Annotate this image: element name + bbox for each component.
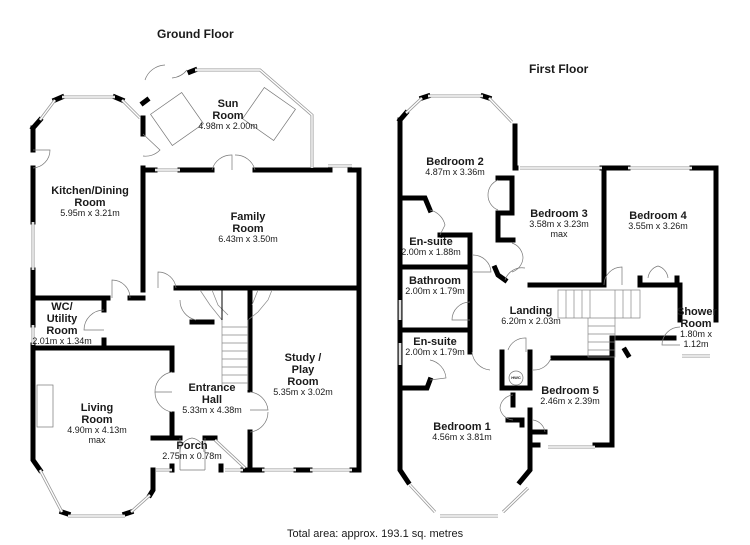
room-dimensions: 5.35m x 3.02m <box>273 387 333 398</box>
room-family-room: Family Room 6.43m x 3.50m <box>218 211 278 245</box>
room-dimensions: 6.43m x 3.50m <box>218 234 278 245</box>
room-dimensions: 5.95m x 3.21m <box>60 208 120 219</box>
room-en-suite-lower: En-suite 2.00m x 1.79m <box>405 336 465 358</box>
room-dimensions: 2.00m x 1.79m <box>405 347 465 358</box>
room-name: Landing <box>509 305 553 317</box>
room-dimensions: 4.87m x 3.36m <box>425 167 485 178</box>
ground-floor-walls <box>29 66 362 518</box>
room-bedroom-3: Bedroom 3 3.58m x 3.23m max <box>524 208 594 240</box>
ground-floor-furniture <box>36 87 296 428</box>
ground-floor-doors <box>32 64 269 471</box>
room-dimensions: 2.46m x 2.39m <box>540 396 600 407</box>
room-name: Sun Room <box>212 98 244 123</box>
room-dimensions: 2.01m x 1.34m <box>32 336 92 347</box>
room-name: Bedroom 4 <box>629 210 687 222</box>
room-porch: Porch 2.75m x 0.78m <box>162 440 222 462</box>
room-dimensions: 3.58m x 3.23m max <box>529 219 589 239</box>
room-name: Bedroom 5 <box>541 385 599 397</box>
room-dimensions: 4.56m x 3.81m <box>432 432 492 443</box>
hwc-cupboard <box>508 370 524 386</box>
room-dimensions: 6.20m x 2.03m <box>501 316 561 327</box>
room-dimensions: 3.55m x 3.26m <box>628 221 688 232</box>
room-entrance-hall: Entrance Hall 5.33m x 4.38m <box>182 382 242 416</box>
room-name: En-suite <box>413 336 457 348</box>
room-bedroom-5: Bedroom 5 2.46m x 2.39m <box>540 385 600 407</box>
room-dimensions: 1.80m x 1.12m <box>679 329 712 350</box>
room-name: Bedroom 2 <box>426 156 484 168</box>
total-area: Total area: approx. 193.1 sq. metres <box>287 528 464 540</box>
hwc-label: HWC <box>511 375 521 380</box>
room-name: Family Room <box>230 211 266 236</box>
first-floor-doors <box>429 179 681 433</box>
room-dimensions: 2.00m x 1.79m <box>405 286 465 297</box>
room-name: Bedroom 3 <box>530 208 588 220</box>
room-shower-room: Shower Room 1.80m x 1.12m <box>676 306 717 350</box>
room-name: Kitchen/Dining Room <box>51 185 129 210</box>
room-name: WC/ Utility Room <box>46 301 78 338</box>
first-floor-stairs <box>557 289 641 358</box>
room-name: Bedroom 1 <box>433 421 491 433</box>
ground-floor-windows <box>31 68 352 518</box>
room-study-play: Study / Play Room 5.35m x 3.02m <box>273 352 333 398</box>
room-bathroom: Bathroom 2.00m x 1.79m <box>405 275 465 297</box>
room-dimensions: 4.98m x 2.00m <box>198 121 258 132</box>
room-dimensions: 5.33m x 4.38m <box>182 405 242 416</box>
room-bedroom-2: Bedroom 2 4.87m x 3.36m <box>425 156 485 178</box>
room-name: Living Room <box>80 402 114 427</box>
ground-floor-title: Ground Floor <box>157 27 234 41</box>
ground-floor-stairs <box>199 289 273 390</box>
room-bedroom-1: Bedroom 1 4.56m x 3.81m <box>432 421 492 443</box>
room-name: Porch <box>176 440 208 452</box>
room-landing: Landing 6.20m x 2.03m <box>501 305 561 327</box>
room-sun-room: Sun Room 4.98m x 2.00m <box>198 98 258 132</box>
room-name: Bathroom <box>409 275 461 287</box>
first-floor-title: First Floor <box>529 62 589 76</box>
room-name: En-suite <box>409 236 453 248</box>
room-dimensions: 4.90m x 4.13m max <box>67 425 127 446</box>
room-kitchen-dining: Kitchen/Dining Room 5.95m x 3.21m <box>48 185 132 219</box>
room-name: Shower Room <box>677 306 717 331</box>
room-dimensions: 2.00m x 1.88m <box>401 247 461 258</box>
room-dimensions: 2.75m x 0.78m <box>162 451 222 462</box>
room-bedroom-4: Bedroom 4 3.55m x 3.26m <box>628 210 688 232</box>
room-en-suite-upper: En-suite 2.00m x 1.88m <box>401 236 461 258</box>
room-name: Entrance Hall <box>188 382 236 407</box>
room-name: Study / Play Room <box>284 352 322 389</box>
room-wc-utility: WC/ Utility Room 2.01m x 1.34m <box>32 301 92 347</box>
room-living-room: Living Room 4.90m x 4.13m max <box>61 402 133 446</box>
first-floor-windows <box>398 94 710 518</box>
